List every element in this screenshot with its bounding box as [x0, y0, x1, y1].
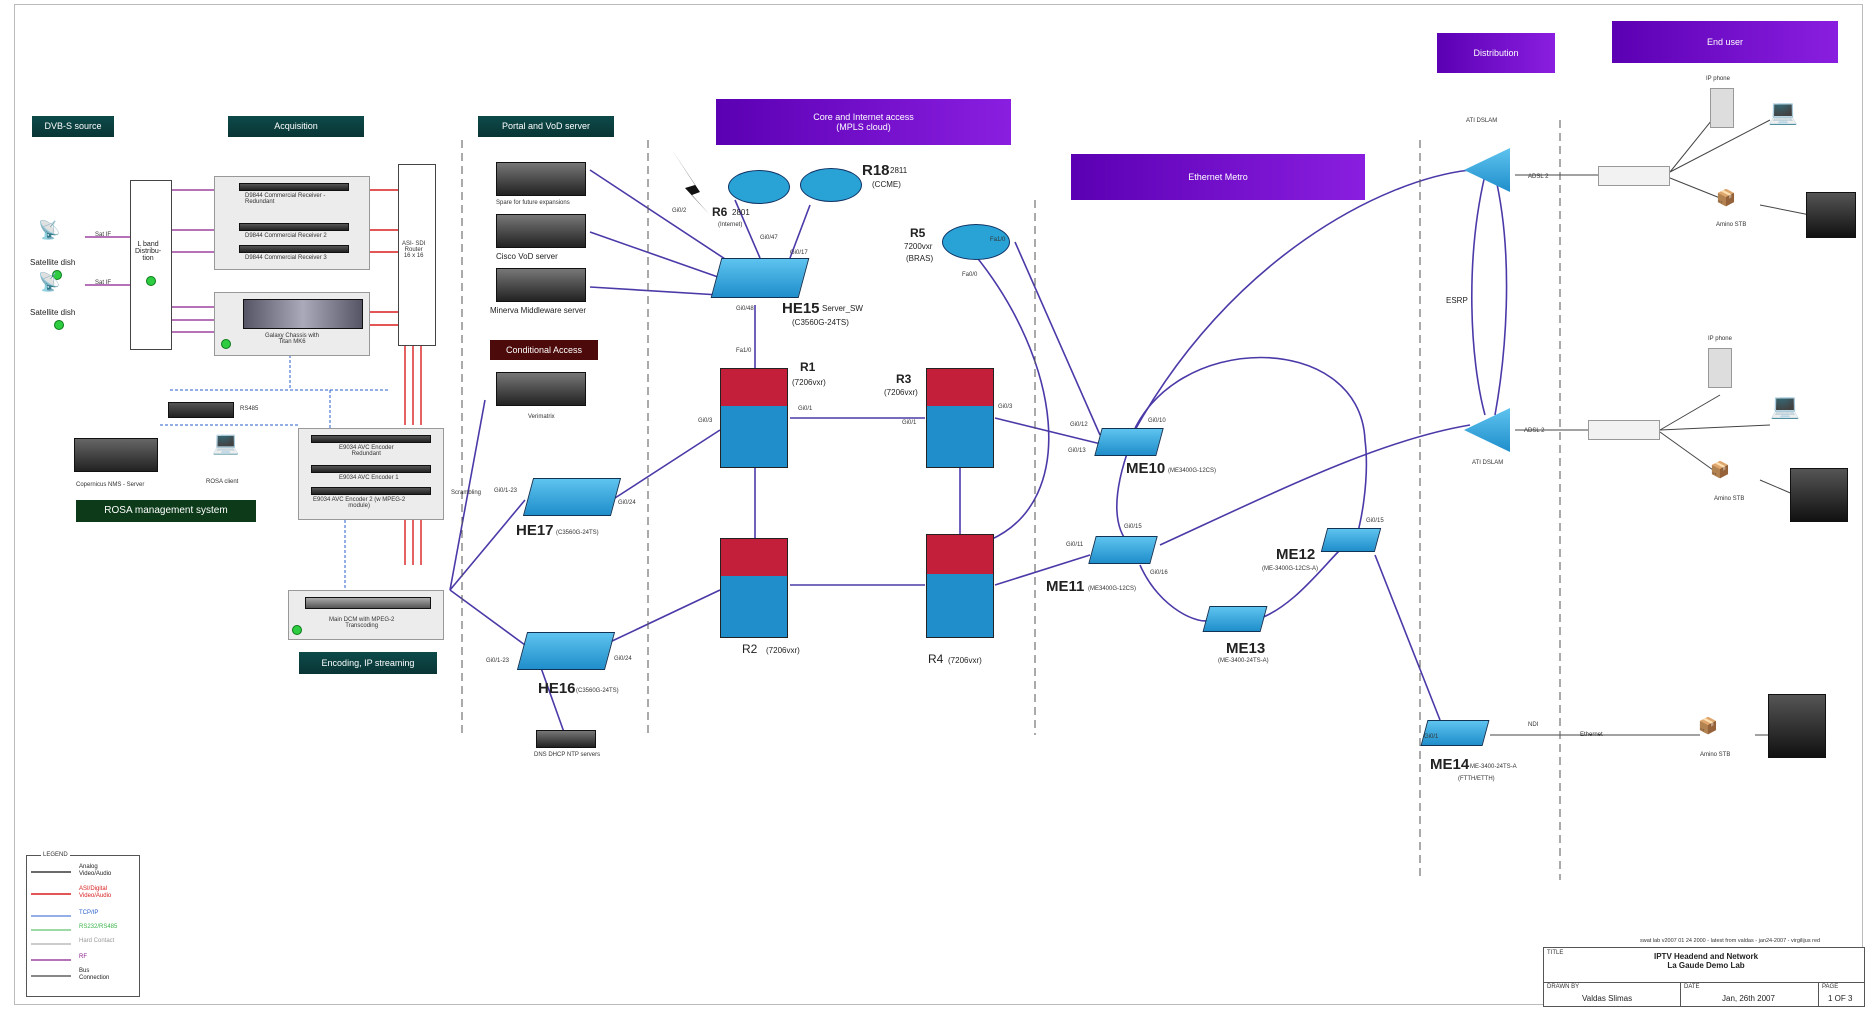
- header-rosa: ROSA management system: [76, 500, 256, 522]
- link-dcm-he16: [449, 589, 526, 646]
- link-he16-r2: [609, 589, 721, 643]
- laptop-icon: 💻: [212, 430, 240, 455]
- pc-icon: 💻: [1770, 393, 1800, 420]
- link-he16-dns: [539, 664, 566, 736]
- link-he15-r6: [734, 199, 761, 259]
- satellite-label-2: Satellite dish: [30, 308, 76, 317]
- me12-switch: [1320, 528, 1382, 552]
- ring-me10-me12: [1129, 356, 1368, 541]
- tv-icon: [1790, 468, 1848, 522]
- r2-router: [720, 538, 788, 638]
- asi-sdi-router: ASI- SDI Router 16 x 16: [398, 164, 436, 346]
- link-he17-r1: [614, 429, 721, 499]
- header-metro: Ethernet Metro: [1071, 154, 1365, 200]
- status-ok-icon: [292, 625, 302, 635]
- r18-router-icon: [800, 168, 862, 202]
- status-ok-icon: [52, 270, 62, 280]
- r6-router-icon: [728, 170, 790, 204]
- receiver-1: [239, 183, 349, 191]
- link-dcm-he17: [449, 499, 526, 591]
- me10-switch: [1094, 428, 1164, 456]
- title-block: TITLE IPTV Headend and Network La Gaude …: [1543, 947, 1865, 1007]
- me11-switch: [1088, 536, 1158, 564]
- link-r5-r4: [974, 254, 1050, 541]
- r4-router: [926, 534, 994, 638]
- status-ok-icon: [221, 339, 231, 349]
- header-encoding: Encoding, IP streaming: [299, 652, 437, 674]
- dns-server: [536, 730, 596, 748]
- receiver-3: [239, 245, 349, 253]
- tv-icon: [1768, 694, 1826, 758]
- link-dcm-verimatrix: [449, 399, 486, 591]
- esrp-link-b: [1471, 174, 1486, 416]
- header-acquisition: Acquisition: [228, 116, 364, 137]
- header-dvbs: DVB-S source: [32, 116, 114, 137]
- verimatrix-server: [496, 372, 586, 406]
- me14-switch: [1420, 720, 1490, 746]
- ip-phone-top: [1710, 88, 1734, 128]
- receiver-2: [239, 223, 349, 231]
- stb-icon: 📦: [1716, 190, 1736, 207]
- network-device: [168, 402, 234, 418]
- header-portal: Portal and VoD server: [478, 116, 614, 137]
- satellite-dish-icon-2: 📡: [38, 272, 61, 292]
- link-me12-me14: [1374, 554, 1441, 721]
- r5-router-icon: [942, 224, 1010, 260]
- page-frame: [14, 4, 1863, 1005]
- ring-me13-me12: [1254, 549, 1341, 621]
- me13-switch: [1202, 606, 1268, 632]
- adsl-modem-top: [1598, 166, 1670, 186]
- he16-switch: [516, 632, 616, 670]
- status-ok-icon: [146, 276, 156, 286]
- link-r5-me10: [1014, 241, 1101, 436]
- link-r4-me11: [994, 554, 1091, 586]
- ip-phone-bottom: [1708, 348, 1732, 388]
- r1-router: [720, 368, 788, 468]
- minerva-server: [496, 268, 586, 302]
- main-dcm: Main DCM with MPEG-2 Transcoding: [288, 590, 444, 640]
- link-r3-me10: [994, 417, 1106, 446]
- pc-icon: 💻: [1768, 99, 1798, 126]
- legend: LEGEND Analog Video/Audio ASI/Digital Vi…: [26, 852, 140, 997]
- lband-distribution: L band Distribu- tion: [130, 180, 172, 350]
- lightning-icon: [672, 150, 710, 215]
- tv-icon: [1806, 192, 1856, 238]
- galaxy-chassis: Galaxy Chassis with Titan MK6: [214, 292, 370, 356]
- header-enduser: End user: [1612, 21, 1838, 63]
- he17-switch: [522, 478, 622, 516]
- esrp-link-a: [1494, 174, 1508, 416]
- header-conditional-access: Conditional Access: [490, 340, 598, 360]
- link-he15-r18: [789, 204, 811, 259]
- stb-icon: 📦: [1698, 718, 1718, 735]
- header-distribution: Distribution: [1437, 33, 1555, 73]
- vod-server: [496, 214, 586, 248]
- satellite-label-1: Satellite dish: [30, 258, 76, 267]
- satellite-dish-icon-1: 📡: [38, 220, 61, 240]
- copernicus-nms-server: [74, 438, 158, 472]
- r3-router: [926, 368, 994, 468]
- link-me11-dslam-bottom: [1159, 424, 1471, 546]
- stb-icon: 📦: [1710, 462, 1730, 479]
- header-core: Core and Internet access (MPLS cloud): [716, 99, 1011, 145]
- he15-switch: [710, 258, 810, 298]
- receiver-group: D9844 Commercial Receiver - Redundant D9…: [214, 176, 370, 270]
- adsl-modem-bottom: [1588, 420, 1660, 440]
- status-ok-icon: [54, 320, 64, 330]
- titan-chassis: [243, 299, 363, 329]
- encoder-group: E9034 AVC Encoder Redundant E9034 AVC En…: [298, 428, 444, 520]
- spare-server: [496, 162, 586, 196]
- link-me10-dslam-top: [1134, 169, 1471, 431]
